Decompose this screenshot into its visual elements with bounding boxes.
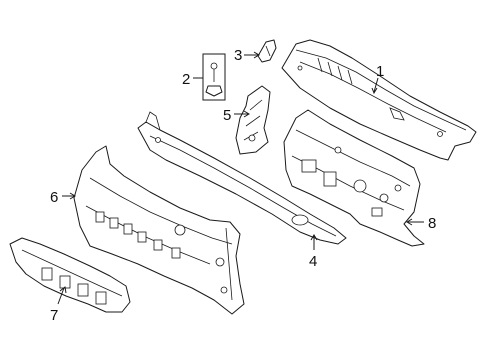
part-cowl-top-panel [281,39,477,161]
callout-3: 3 [234,47,242,64]
part-cowl-cross-member [137,111,347,245]
callout-labels: 1 2 3 4 5 6 7 8 [50,47,436,324]
part-small-bracket [257,39,277,63]
arrow-7-icon [59,286,67,294]
part-2-box [202,53,226,101]
leader-1 [373,77,379,93]
arrow-4-icon [310,234,318,241]
callout-4: 4 [309,253,317,270]
arrow-3-icon [253,51,260,59]
callout-7: 7 [50,307,58,324]
callout-5: 5 [223,107,231,124]
part-side-bracket [235,85,271,155]
leader-7 [57,287,65,305]
callout-8: 8 [428,215,436,232]
arrow-6-icon [69,192,76,200]
arrow-1-icon [371,87,378,95]
leader-lines [57,51,424,305]
part-dash-panel [283,109,425,247]
callout-1: 1 [376,63,384,80]
arrow-8-icon [406,218,413,226]
part-bolt-clip [202,53,226,101]
part-lower-insulator [9,237,131,313]
arrow-5-icon [243,110,250,118]
callout-2: 2 [182,71,190,88]
callout-6: 6 [50,189,58,206]
part-front-panel [73,145,245,315]
